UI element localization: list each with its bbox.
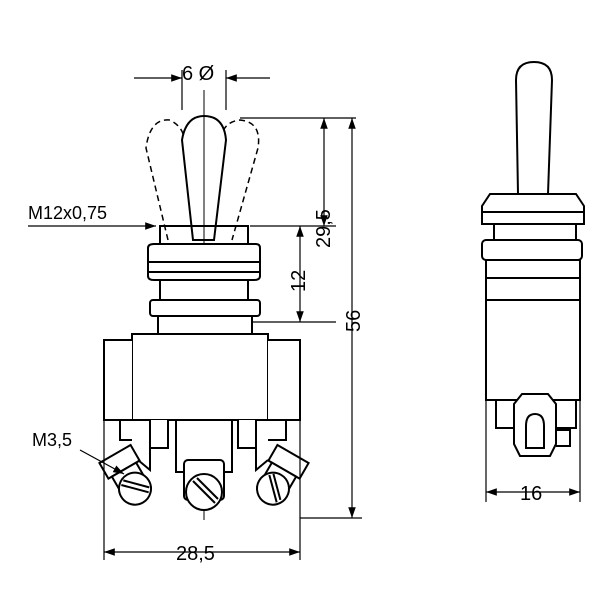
dim-screw [79,449,125,475]
collar [159,279,249,301]
dim-width [103,420,301,560]
dim-bushing-diameter [134,70,270,110]
dim-bushing-height [252,226,336,323]
nut-lower [149,299,261,317]
label-width: 28,5 [176,543,215,565]
dim-total-height [300,118,362,519]
side-body [485,259,581,401]
terminal-right [256,443,310,506]
side-cap [481,193,585,225]
label-lever-height: 29,5 [313,209,335,248]
lever-left-dashed [145,119,197,241]
label-total-height: 56 [343,310,365,332]
terminal-left [98,443,152,506]
bracket-right [268,339,301,441]
side-collar [481,239,583,261]
label-depth: 16 [520,483,542,505]
dim-depth [485,400,581,502]
label-thread: M12x0,75 [28,203,107,223]
bracket-left [103,339,132,441]
label-bushing-diameter: 6 Ø [182,63,214,85]
front-view [98,90,310,520]
side-lever [514,60,554,195]
label-bushing-height: 12 [288,270,310,292]
switch-body [131,333,269,421]
side-view [481,60,585,457]
dim-lever-height [240,117,356,227]
label-screw: M3,5 [32,430,72,450]
